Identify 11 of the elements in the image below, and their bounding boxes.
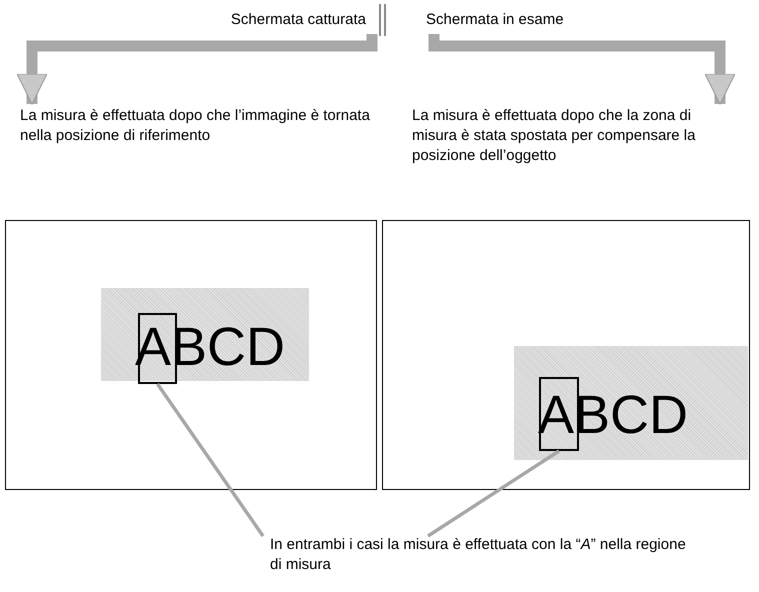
arrow bbox=[428, 34, 736, 104]
screen-frame bbox=[5, 220, 377, 490]
note-text: In entrambi i casi la misura è effettuata con la “A” nella regione di misura bbox=[270, 535, 690, 579]
leader-line bbox=[156, 383, 264, 537]
description-text: La misura è effettuata dopo che l’immagine è tornata nella posizione di riferimento bbox=[20, 106, 370, 176]
screen-label: Schermata catturata bbox=[196, 10, 380, 34]
screen-label: Schermata in esame bbox=[426, 10, 596, 34]
leader-line bbox=[427, 450, 560, 538]
screen-frame bbox=[382, 220, 750, 490]
description-text: La misura è effettuata dopo che la zona di misura è stata spostata per compensare la posizione dell’oggetto bbox=[412, 106, 732, 210]
arrow bbox=[16, 34, 378, 104]
